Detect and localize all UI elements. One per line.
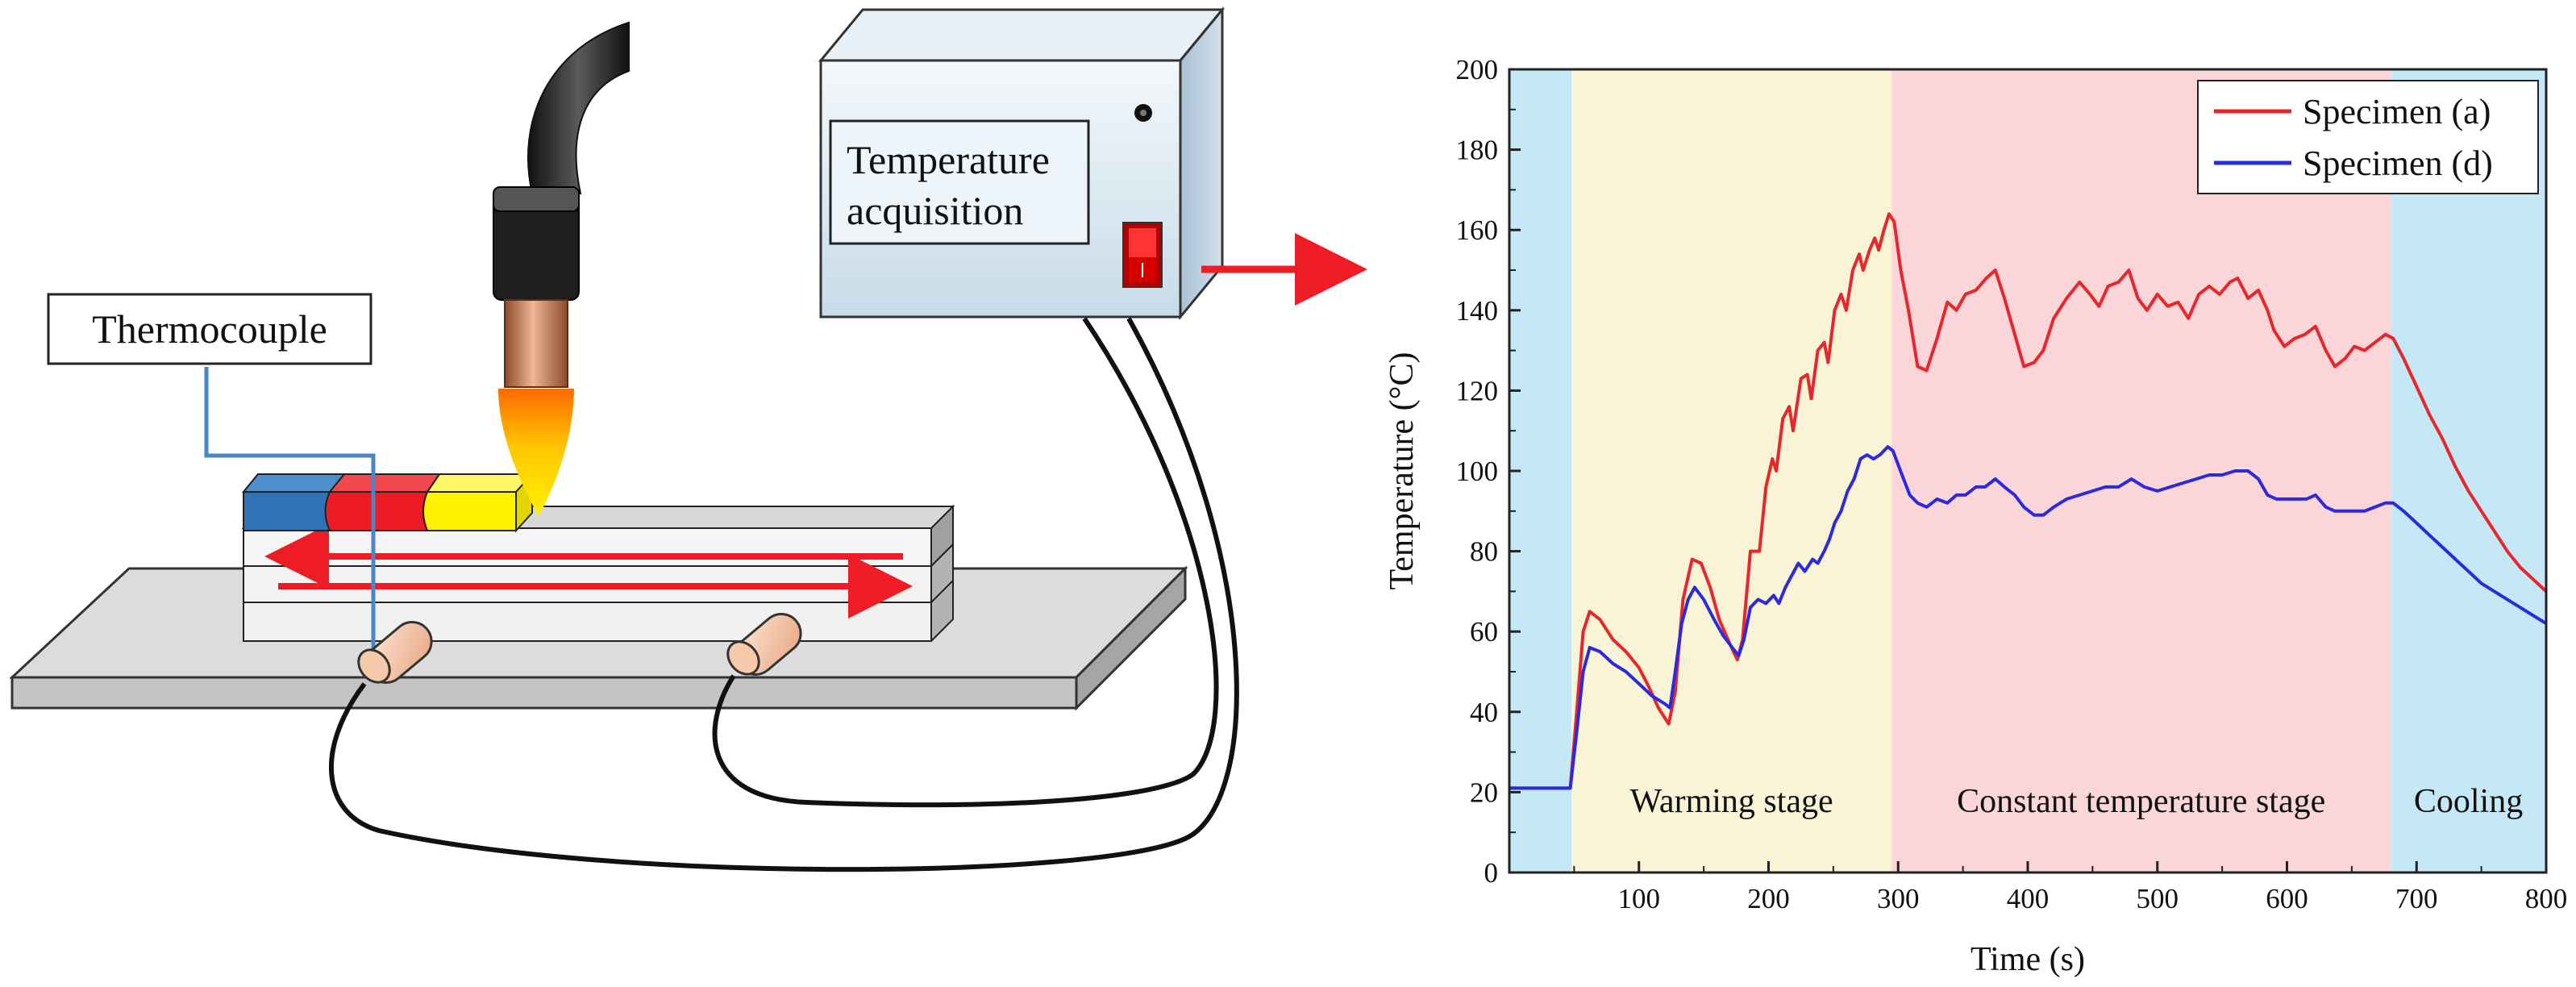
x-tick-label: 700	[2395, 883, 2438, 914]
y-axis-title: Temperature (°C)	[1384, 352, 1421, 590]
stage-band	[2391, 69, 2546, 872]
x-tick-label: 400	[2007, 883, 2050, 914]
y-tick-label: 80	[1470, 536, 1498, 568]
legend-label: Specimen (d)	[2303, 144, 2493, 183]
y-tick-label: 100	[1456, 456, 1499, 487]
flame	[498, 389, 574, 516]
torch-nozzle	[504, 299, 568, 388]
stage-band	[1571, 69, 1892, 872]
legend-label: Specimen (a)	[2303, 92, 2491, 131]
thermocouple-probe-2	[726, 613, 802, 676]
thermocouple-wire	[204, 367, 376, 663]
stage-band	[1891, 69, 2391, 872]
acquisition-label-line1: Temperature	[847, 137, 1050, 182]
specimen-stack	[241, 504, 955, 642]
stage-label: Constant temperature stage	[1957, 783, 2325, 820]
y-tick-label: 120	[1456, 375, 1499, 406]
thermocouple-label-box: Thermocouple	[47, 293, 372, 365]
x-tick-label: 600	[2266, 883, 2308, 914]
thermocouple-probe-1	[357, 621, 433, 684]
y-tick-label: 180	[1456, 135, 1499, 166]
x-tick-label: 100	[1618, 883, 1661, 914]
deposited-layer	[241, 472, 535, 533]
y-tick-label: 140	[1456, 295, 1499, 327]
temperature-acquisition-unit: Temperature acquisition	[818, 6, 1226, 321]
y-tick-label: 20	[1470, 777, 1498, 808]
legend-box	[2197, 80, 2539, 194]
stage-label: Cooling	[2414, 783, 2523, 820]
welding-torch	[493, 21, 630, 516]
x-tick-label: 300	[1877, 883, 1920, 914]
series-line-specimen-d	[1509, 445, 2548, 790]
torch-hose	[527, 21, 630, 194]
signal-cable-1	[329, 317, 1239, 872]
stage-labels: Warming stage Constant temperature stage C…	[1630, 783, 2524, 820]
thermocouple-label: Thermocouple	[92, 306, 327, 352]
y-tick-label: 60	[1470, 616, 1498, 648]
power-switch-icon	[1122, 222, 1163, 288]
y-tick-label: 160	[1456, 214, 1499, 246]
signal-cable-2	[712, 317, 1219, 808]
y-tick-label: 40	[1470, 697, 1498, 728]
y-tick-label: 200	[1456, 54, 1499, 85]
x-axis-title: Time (s)	[1970, 941, 2085, 978]
x-tick-label: 800	[2525, 883, 2568, 914]
acquisition-label-box	[829, 119, 1090, 245]
temperature-chart: Warming stage Constant temperature stage C…	[1384, 54, 2567, 978]
stage-label: Warming stage	[1630, 783, 1833, 820]
x-tick-label: 500	[2137, 883, 2179, 914]
acquisition-label-line2: acquisition	[847, 188, 1023, 233]
y-axis: 0 20 40 60 80 100 120 140 160 180 200	[1456, 54, 1521, 889]
x-tick-label: 200	[1747, 883, 1790, 914]
series-lines	[1509, 212, 2548, 790]
experiment-schematic: Thermocouple Temperature acquisition	[9, 6, 1367, 872]
legend: Specimen (a) Specimen (d)	[2197, 80, 2539, 194]
x-axis: 100 200 300 400 500 600 700 800	[1573, 861, 2568, 914]
stage-bands	[1509, 69, 2546, 872]
y-tick-label: 0	[1484, 857, 1499, 889]
